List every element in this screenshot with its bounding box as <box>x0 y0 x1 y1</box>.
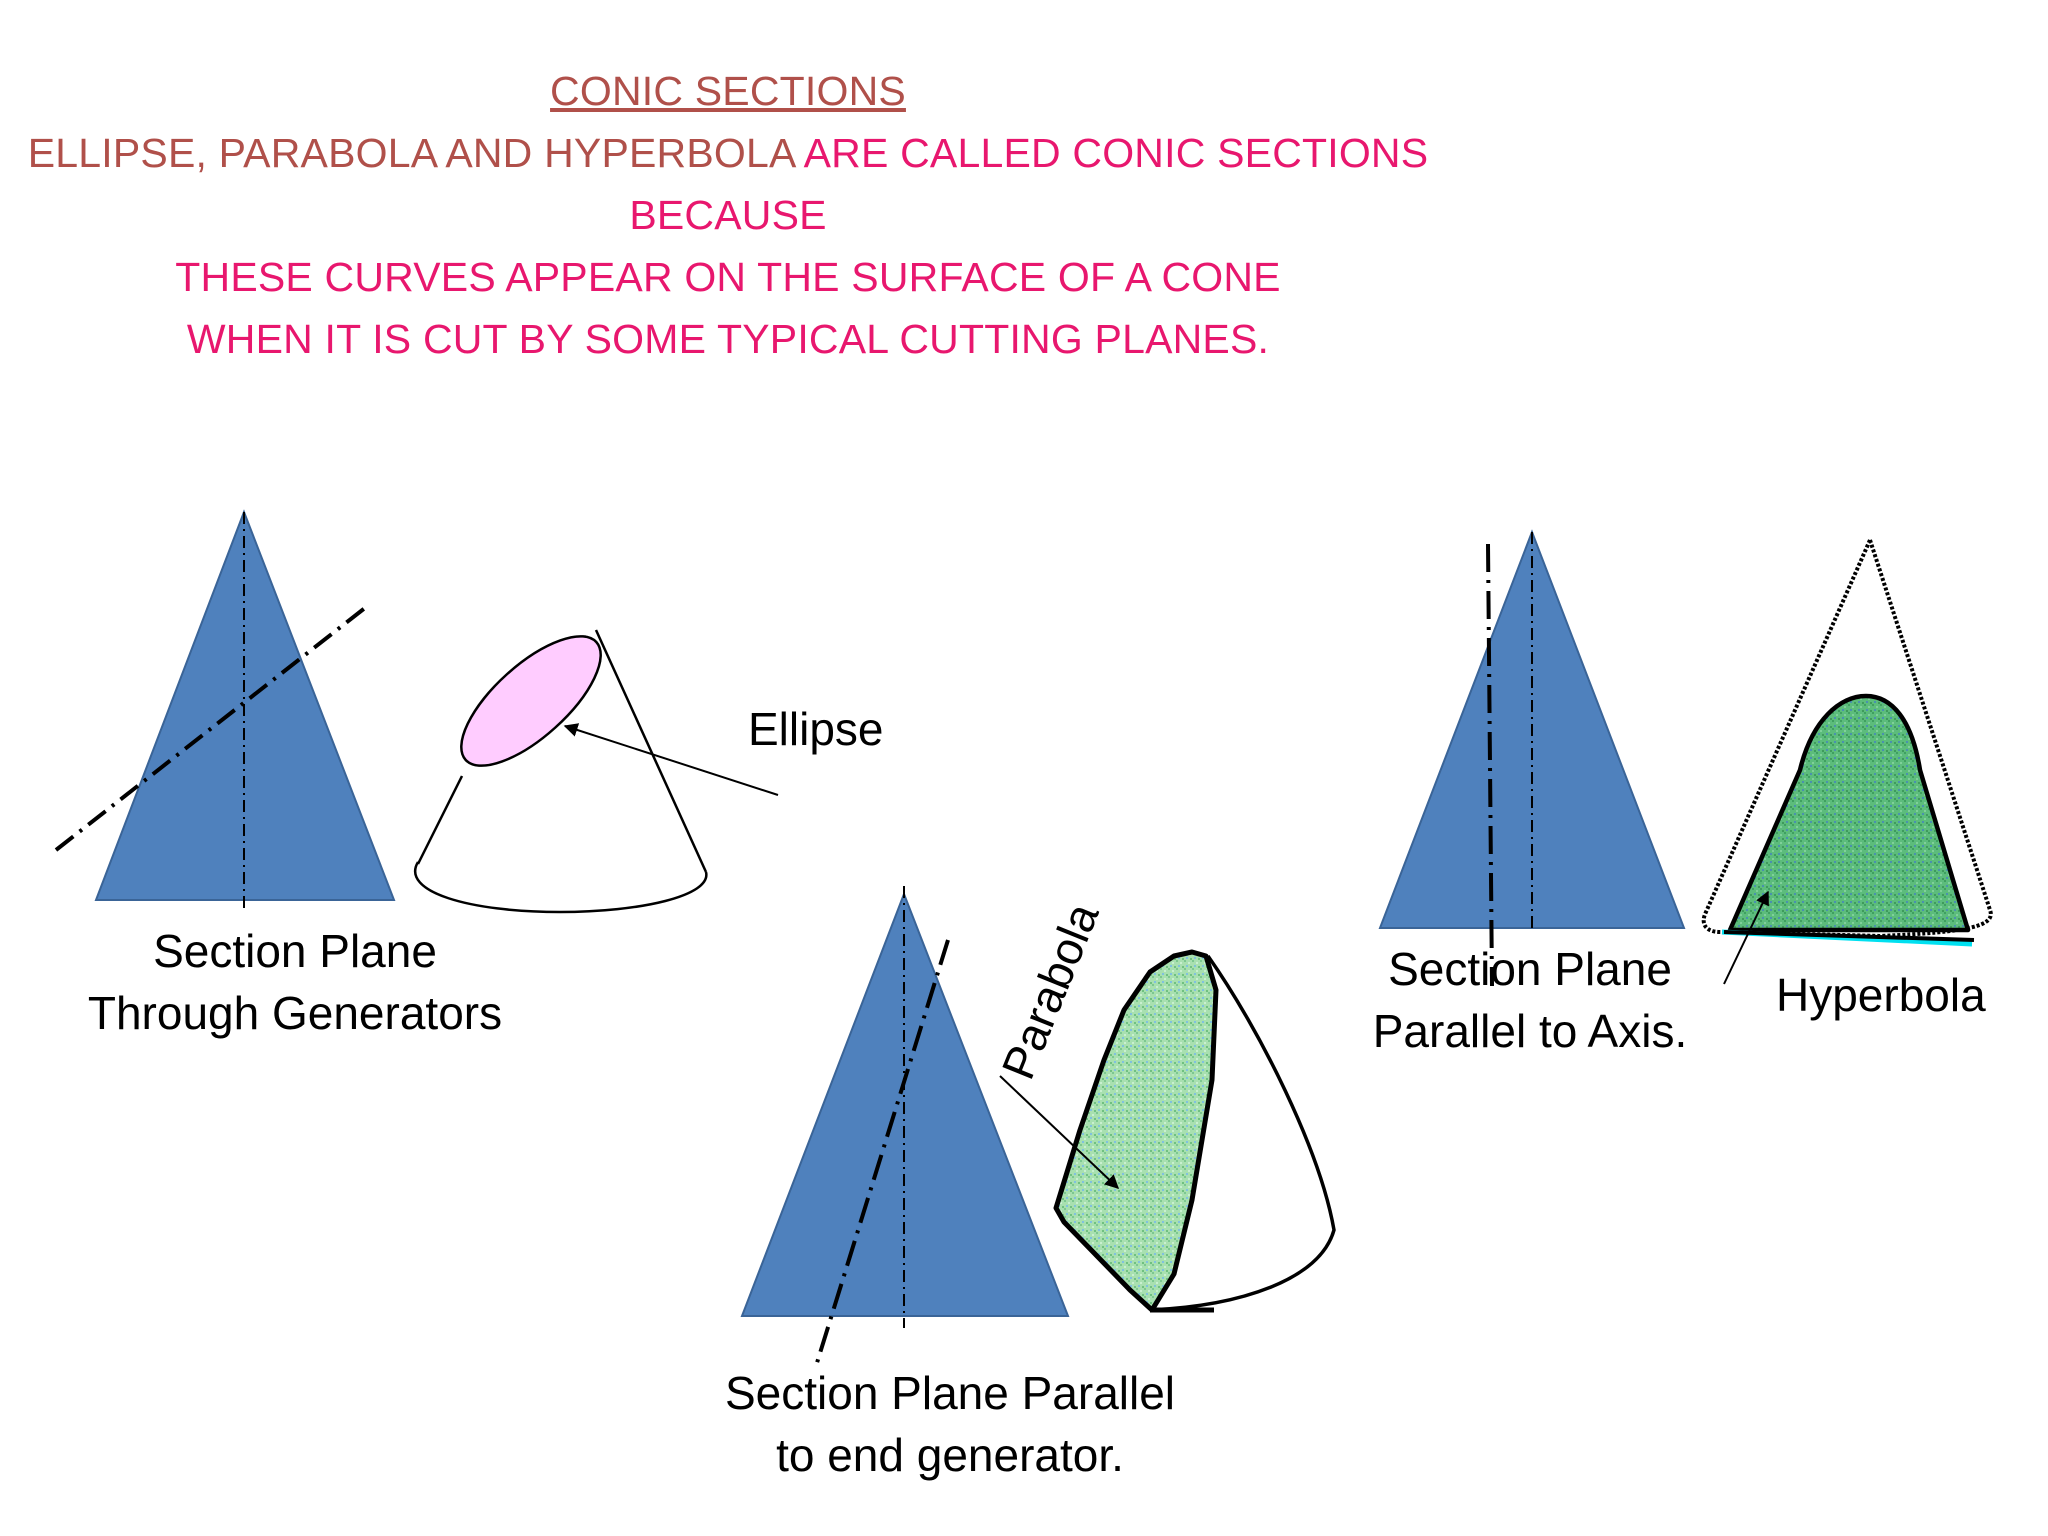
page-title: CONIC SECTIONS <box>550 68 906 114</box>
parabola-panel <box>740 886 1336 1367</box>
header-line-3: THESE CURVES APPEAR ON THE SURFACE OF A … <box>175 254 1281 300</box>
ellipse-pointer-arrow <box>563 723 779 796</box>
parabola-caption: Section Plane Parallel to end generator. <box>690 1362 1210 1486</box>
parabola-caption-line-2: to end generator. <box>776 1429 1124 1481</box>
cone-with-hyperbola-section <box>1701 534 1993 947</box>
cone-with-parabola-section <box>1053 949 1336 1313</box>
header-line-2: BECAUSE <box>629 192 827 238</box>
ellipse-section <box>460 635 602 767</box>
ellipse-caption-line-1: Section Plane <box>153 925 437 977</box>
hyperbola-label: Hyperbola <box>1776 969 1986 1021</box>
hyperbola-panel <box>1378 529 1993 987</box>
ellipse-caption-line-2: Through Generators <box>87 987 503 1039</box>
parabola-caption-line-1: Section Plane Parallel <box>724 1367 1176 1419</box>
ellipse-label: Ellipse <box>748 703 884 755</box>
hyperbola-caption: Section Plane Parallel to Axis. <box>1340 938 1720 1062</box>
parabola-pointer-arrow <box>999 1075 1120 1189</box>
hyperbola-caption-line-2: Parallel to Axis. <box>1372 1005 1688 1057</box>
ellipse-panel <box>54 509 779 914</box>
parabola-section <box>1053 949 1219 1313</box>
cone-outline-3 <box>1701 534 1993 939</box>
hyperbola-caption-line-1: Section Plane <box>1388 943 1672 995</box>
header: CONIC SECTIONS ELLIPSE, PARABOLA AND HYP… <box>0 60 1456 370</box>
cutting-plane-1 <box>54 602 372 852</box>
hyperbola-section <box>1727 693 1971 933</box>
ellipse-caption: Section Plane Through Generators <box>50 920 540 1044</box>
cutting-plane-2 <box>814 939 950 1367</box>
cutting-plane-3 <box>1486 543 1494 987</box>
header-line-1: ELLIPSE, PARABOLA AND HYPERBOLA ARE CALL… <box>27 130 1429 176</box>
hyperbola-pointer-arrow <box>1723 890 1769 985</box>
truncated-cone-ellipse <box>414 629 708 914</box>
header-line-4: WHEN IT IS CUT BY SOME TYPICAL CUTTING P… <box>186 316 1270 362</box>
